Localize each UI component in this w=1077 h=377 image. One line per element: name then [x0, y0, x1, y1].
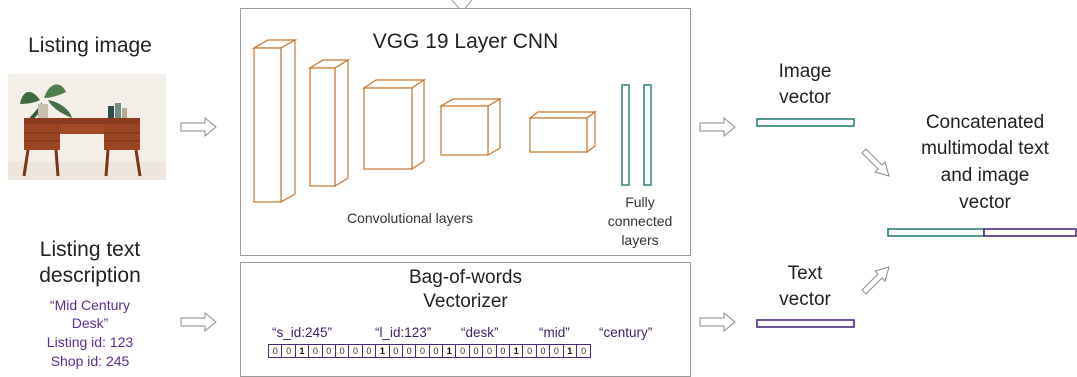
token-century: “century”: [599, 325, 653, 340]
bow-vector-cell: 0: [403, 345, 417, 357]
token-l-id: “l_id:123”: [375, 325, 432, 340]
bow-vector-cell: 0: [390, 345, 403, 357]
concat-label-4: vector: [959, 192, 1011, 213]
bow-vector-cell: 0: [282, 345, 296, 357]
listing-photo: [8, 74, 166, 180]
bow-vector-cell: 0: [497, 345, 511, 357]
fc-layer-1: [621, 84, 630, 186]
bow-vector-cell: 0: [349, 345, 363, 357]
bow-vector-cell: 1: [296, 345, 310, 357]
concat-vector-text-part: [983, 228, 1077, 237]
cnn-title: VGG 19 Layer CNN: [372, 30, 559, 53]
concat-label-2: multimodal text: [921, 138, 1049, 159]
bow-vector-cell: 0: [416, 345, 430, 357]
arrow-bow-to-text-vector: [699, 311, 736, 333]
bow-vector-cell: 0: [470, 345, 484, 357]
bow-vector-cell: 0: [456, 345, 470, 357]
token-desk: “desk”: [461, 325, 499, 340]
arrow-image-to-cnn: [180, 116, 217, 138]
arrow-image-vector-to-concat: [861, 148, 890, 177]
bow-title-2: Vectorizer: [423, 291, 508, 312]
bow-vector-cell: 0: [323, 345, 336, 357]
listing-id: Listing id: 123: [46, 334, 134, 350]
listing-quote-1: “Mid Century: [49, 297, 131, 313]
image-vector-bar: [756, 118, 855, 127]
bow-vector-cell: 0: [363, 345, 377, 357]
bow-vector-cell: 0: [483, 345, 497, 357]
token-s-id: “s_id:245”: [272, 325, 333, 340]
text-vector-label-1: Text: [787, 263, 823, 284]
text-vector-bar: [756, 319, 855, 328]
arrow-text-to-bow: [180, 311, 217, 333]
bow-vector-cell: 0: [537, 345, 551, 357]
conv-layer-1: [251, 38, 298, 204]
bow-vector-cell: 0: [430, 345, 444, 357]
fc-layers-label-3: layers: [621, 232, 659, 248]
listing-text-label-2: description: [39, 264, 141, 287]
concat-label-1: Concatenated: [925, 112, 1045, 133]
arrow-cnn-to-image-vector: [699, 116, 736, 138]
bow-vector-cell: 0: [336, 345, 350, 357]
listing-image-label: Listing image: [28, 34, 152, 57]
bow-vector-cell: 1: [376, 345, 390, 357]
bow-vector-cell: 0: [550, 345, 564, 357]
shop-id: Shop id: 245: [50, 353, 130, 369]
bow-vector-cell: 1: [510, 345, 524, 357]
token-mid: “mid”: [539, 325, 570, 340]
fc-layers-label-1: Fully: [625, 194, 655, 210]
fc-layers-label-2: connected: [607, 213, 673, 229]
bow-vector-cell: 0: [581, 346, 587, 356]
listing-text-label-1: Listing text: [39, 238, 141, 261]
listing-quote-2: Desk”: [71, 315, 109, 331]
bow-title-1: Bag-of-words: [409, 267, 522, 288]
image-vector-label-1: Image: [778, 61, 832, 82]
bow-vector-cell: 0: [269, 345, 283, 357]
bow-vector-cell: 1: [443, 345, 457, 357]
text-vector-label-2: vector: [779, 289, 831, 310]
conv-layer-2: [307, 58, 351, 188]
bow-vector-cell: 1: [564, 345, 577, 357]
image-vector-label-2: vector: [779, 87, 831, 108]
conv-layers-label: Convolutional layers: [346, 210, 474, 226]
bow-vector-cell: 0: [309, 345, 323, 357]
bow-vector-cell: 0: [523, 345, 537, 357]
fc-layer-2: [643, 84, 652, 186]
concat-label-3: and image: [940, 165, 1030, 186]
conv-layer-5: [528, 110, 597, 154]
arrow-text-vector-to-concat: [861, 266, 890, 295]
conv-layer-4: [438, 97, 503, 157]
conv-layer-3: [362, 78, 426, 171]
